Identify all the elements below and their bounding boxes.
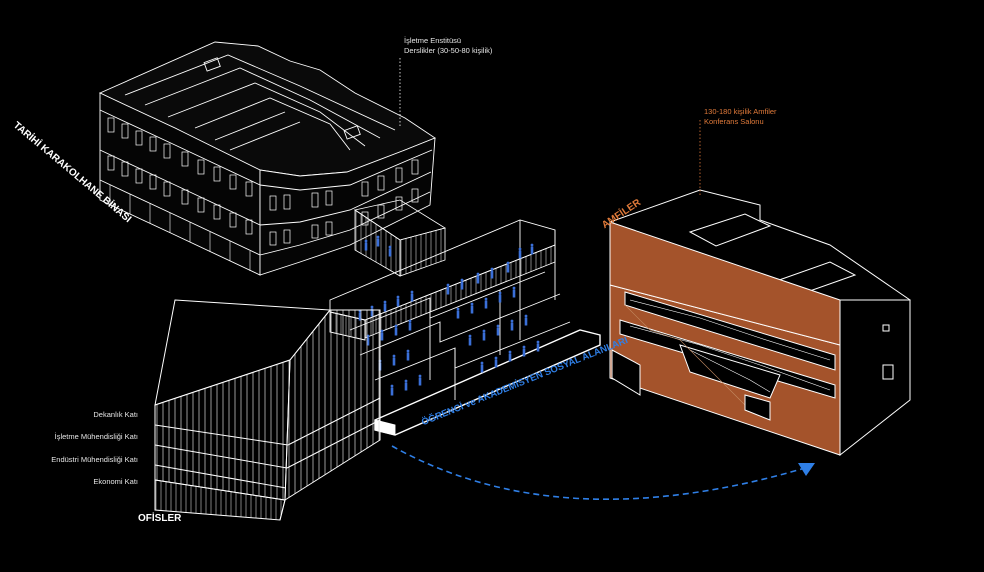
person-silhouette	[396, 295, 400, 307]
person-silhouette	[380, 329, 384, 341]
person-silhouette	[446, 283, 450, 295]
roof-ridge-4	[194, 97, 351, 151]
person-silhouette	[394, 324, 398, 336]
historic-note-line1: İşletme Enstitüsü	[404, 36, 462, 45]
person-silhouette	[456, 307, 460, 319]
amphi-opening-2	[744, 394, 771, 421]
person-silhouette	[510, 319, 514, 331]
cornice-right-3	[259, 191, 431, 256]
amphi-slot-1	[624, 291, 836, 371]
roof-ridge-3	[167, 82, 366, 147]
roof-chimney-2	[343, 125, 361, 140]
roof-line-6	[229, 121, 301, 151]
amphi-block	[609, 189, 911, 457]
person-silhouette	[392, 354, 396, 366]
person-silhouette	[406, 349, 410, 361]
person-silhouette	[536, 340, 540, 352]
office-block	[154, 299, 381, 521]
amphi-note: 130-180 kişilik Amfiler Konferans Salonu	[704, 107, 777, 127]
person-silhouette	[512, 286, 516, 298]
cornice-right-2	[259, 171, 432, 226]
historic-note: İşletme Enstitüsü Derslikler (30-50-80 k…	[404, 36, 492, 56]
arrow-head-icon	[798, 463, 815, 476]
person-silhouette	[376, 235, 380, 247]
person-silhouette	[476, 272, 480, 284]
roof-ridge-2	[144, 67, 381, 139]
person-silhouette	[364, 239, 368, 251]
person-silhouette	[524, 314, 528, 326]
person-silhouette	[490, 267, 494, 279]
amphi-note-line1: 130-180 kişilik Amfiler	[704, 107, 777, 116]
person-silhouette	[460, 278, 464, 290]
historic-note-line2: Derslikler (30-50-80 kişilik)	[404, 46, 493, 55]
person-silhouette	[494, 356, 498, 368]
office-face-right	[284, 309, 381, 501]
person-silhouette	[496, 324, 500, 336]
cornice-left	[99, 109, 261, 186]
central-base-slab	[374, 329, 601, 436]
cornice-left-3	[99, 179, 261, 256]
historic-windows-left	[107, 117, 253, 235]
amphi-end-face	[839, 299, 911, 457]
connection-arrow	[391, 445, 806, 501]
historic-windows-right	[269, 159, 419, 246]
person-silhouette	[383, 300, 387, 312]
floor-label-2: İşletme Mühendisliği Katı	[54, 432, 138, 441]
amphi-slot-3	[679, 344, 781, 399]
person-silhouette	[468, 334, 472, 346]
amphi-opening	[611, 349, 641, 396]
floor-label-4: Ekonomi Katı	[93, 477, 138, 486]
amphi-roof-box-1	[688, 213, 772, 247]
person-silhouette	[522, 345, 526, 357]
roof-ridge-1	[124, 54, 396, 131]
office-face-left	[154, 359, 291, 501]
cornice-right	[259, 149, 433, 191]
person-silhouette	[418, 374, 422, 386]
person-silhouette	[482, 329, 486, 341]
roof-line-5	[214, 111, 286, 141]
person-silhouette	[470, 302, 474, 314]
offices-title: OFİSLER	[138, 513, 182, 524]
historic-facade-right	[259, 137, 436, 276]
person-silhouette	[410, 290, 414, 302]
floor-label-3: Endüstri Mühendisliği Katı	[51, 455, 138, 464]
person-silhouette	[498, 291, 502, 303]
person-silhouette	[508, 350, 512, 362]
roof-chimney-1	[203, 57, 221, 72]
historic-base-left	[109, 185, 251, 271]
person-silhouette	[390, 384, 394, 396]
floor-label-1: Dekanlık Katı	[93, 410, 138, 419]
person-silhouette	[404, 379, 408, 391]
central-floor-2	[359, 293, 561, 356]
person-silhouette	[388, 245, 392, 257]
person-silhouette	[484, 297, 488, 309]
person-silhouette	[408, 319, 412, 331]
person-silhouette	[518, 247, 522, 259]
amphi-note-line2: Konferans Salonu	[704, 117, 764, 126]
person-silhouette	[480, 361, 484, 373]
person-silhouette	[506, 261, 510, 273]
historic-building	[98, 41, 436, 276]
person-silhouette	[530, 243, 534, 255]
